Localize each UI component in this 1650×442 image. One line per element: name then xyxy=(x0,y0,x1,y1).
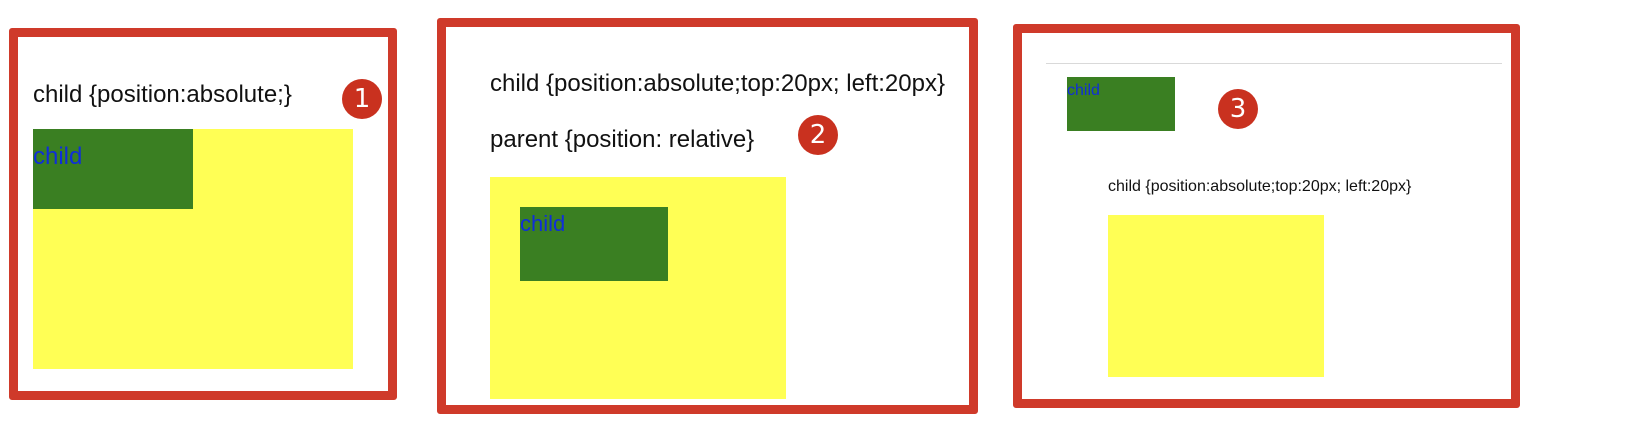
child-box xyxy=(1067,77,1175,131)
step-number-badge: 3 xyxy=(1218,89,1258,129)
example-panel-1: child {position:absolute;} 1 child xyxy=(9,28,397,400)
child-box xyxy=(33,129,193,209)
child-css-rule-label: child {position:absolute;top:20px; left:… xyxy=(490,70,945,97)
child-label: child xyxy=(33,143,83,170)
parent-box xyxy=(1108,215,1324,377)
css-rule-label: child {position:absolute;top:20px; left:… xyxy=(1108,178,1412,195)
step-number-badge: 1 xyxy=(342,79,382,119)
parent-css-rule-label: parent {position: relative} xyxy=(490,126,755,153)
child-label: child xyxy=(1067,82,1100,99)
example-panel-2: child {position:absolute;top:20px; left:… xyxy=(437,18,978,414)
css-rule-label: child {position:absolute;} xyxy=(33,81,292,108)
child-label: child xyxy=(520,211,566,236)
child-box xyxy=(520,207,668,281)
divider-line xyxy=(1046,63,1502,64)
step-number-badge: 2 xyxy=(798,115,838,155)
example-panel-3: child 3 child {position:absolute;top:20p… xyxy=(1013,24,1520,408)
